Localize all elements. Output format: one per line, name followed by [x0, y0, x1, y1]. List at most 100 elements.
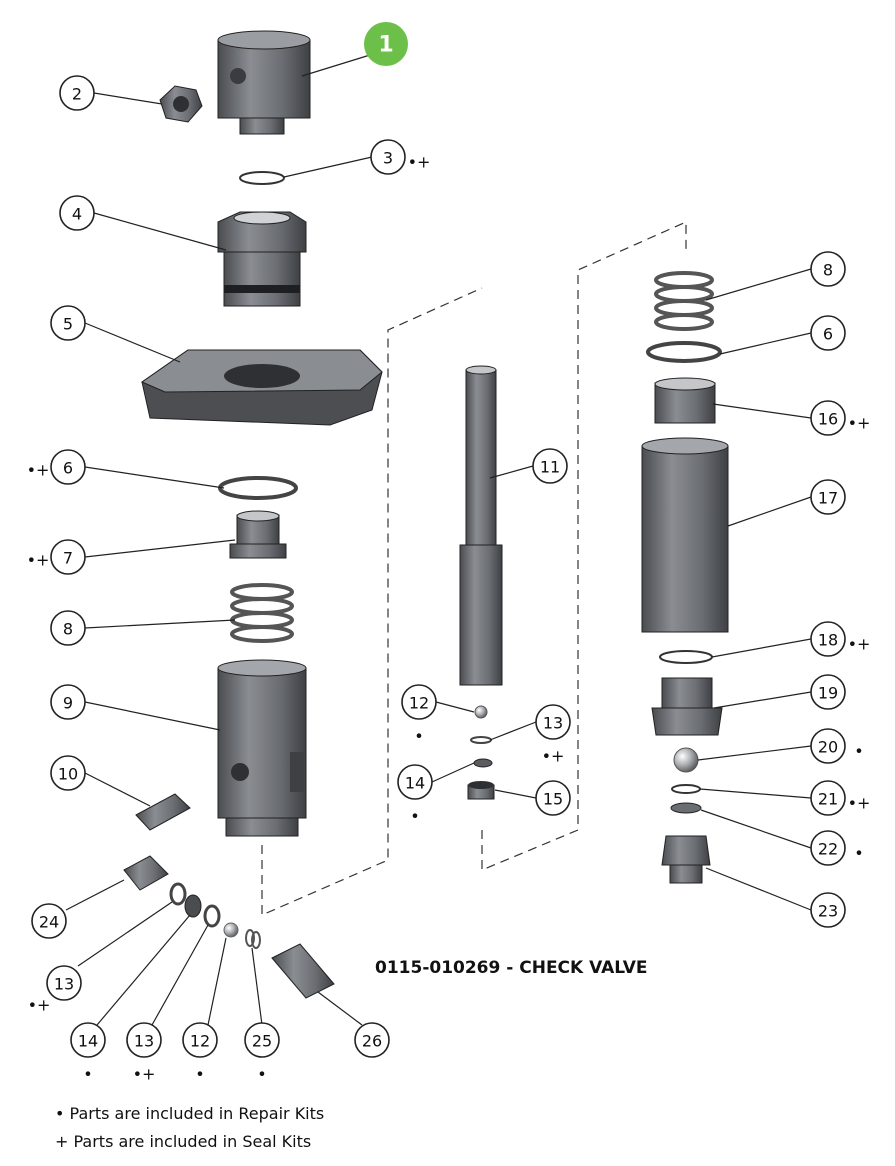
callout-circle [535, 780, 571, 816]
callout-c4: 4 [59, 195, 95, 231]
callout-circle [810, 780, 846, 816]
callout-circle [370, 139, 406, 175]
callout-circle [810, 830, 846, 866]
callout-c12b: 12• [182, 1022, 218, 1084]
callout-c16: 16 •+ [810, 400, 871, 436]
callout-number: 16 [818, 410, 838, 429]
callout-number: 10 [58, 765, 78, 784]
callout-c11: 11 [532, 448, 568, 484]
part-8-spring-right [654, 271, 714, 331]
callout-circle [810, 728, 846, 764]
callout-c5: 5 [50, 305, 86, 341]
part-18-o-ring [659, 650, 713, 664]
kit-marker: •+ [27, 461, 50, 480]
callout-c22: 22• [810, 830, 864, 866]
kit-marker: •+ [542, 747, 565, 766]
callout-number: 9 [63, 694, 73, 713]
callout-number: 13 [134, 1032, 154, 1051]
kit-marker: • [414, 727, 423, 746]
callout-number: 15 [543, 790, 563, 809]
part-19-cap [651, 677, 723, 736]
kit-marker: •+ [133, 1065, 156, 1084]
kit-marker: • [257, 1065, 266, 1084]
callout-number: 21 [818, 790, 838, 809]
callout-circle [50, 539, 86, 575]
callout-c3: 3•+ [370, 139, 431, 175]
part-6-ring [218, 476, 298, 500]
callout-number: 11 [540, 458, 560, 477]
kit-marker: • [854, 742, 863, 761]
callout-c10: 10 [50, 755, 86, 791]
callout-number: 8 [823, 261, 833, 280]
kit-marker: •+ [848, 414, 871, 433]
legend-seal-kits: + Parts are included in Seal Kits [55, 1132, 312, 1151]
part-11-plunger-rod [459, 365, 503, 686]
callout-number: 12 [190, 1032, 210, 1051]
part-21-ring [671, 784, 701, 794]
callout-number: 24 [39, 913, 59, 932]
kit-marker: •+ [27, 551, 50, 570]
callout-circle [31, 903, 67, 939]
callout-number: 26 [362, 1032, 382, 1051]
callout-circle [59, 75, 95, 111]
callout-number: 25 [252, 1032, 272, 1051]
callout-circle [244, 1022, 280, 1058]
callout-c9: 9 [50, 684, 86, 720]
callout-circle [810, 400, 846, 436]
part-5-mounting-plate [140, 349, 383, 426]
part-25-spring [245, 929, 261, 949]
callout-circle [532, 448, 568, 484]
part-13-ring-bottom-b [203, 904, 221, 928]
part-12-ball-center [474, 705, 488, 719]
part-14-washer-center [473, 758, 493, 768]
callout-c20: 20• [810, 728, 864, 764]
callout-number: 13 [543, 714, 563, 733]
kit-marker: •+ [28, 996, 51, 1015]
callout-circle [810, 479, 846, 515]
callout-c8b: 8 [810, 251, 846, 287]
highlight-badge-label: 1 [378, 33, 393, 58]
callout-number: 12 [409, 694, 429, 713]
callout-number: 19 [818, 684, 838, 703]
kit-marker: •+ [408, 153, 431, 172]
callout-circle [810, 315, 846, 351]
callout-number: 17 [818, 489, 838, 508]
callout-number: 5 [63, 315, 73, 334]
callout-c6a: 6 •+ [27, 449, 86, 485]
callout-number: 23 [818, 902, 838, 921]
part-23-fitting [661, 835, 711, 884]
callout-c25: 25 • [244, 1022, 280, 1084]
callout-circle [50, 305, 86, 341]
callout-circle [50, 610, 86, 646]
callout-number: 8 [63, 620, 73, 639]
kit-marker: •+ [848, 794, 871, 813]
callout-c21: 21 •+ [810, 780, 871, 816]
callout-number: 6 [63, 459, 73, 478]
part-2-hex-nut [159, 85, 203, 123]
callout-circle [50, 684, 86, 720]
callout-c14a: 14• [397, 764, 433, 826]
callout-c12a: 12 • [401, 684, 437, 746]
callout-c6b: 6 [810, 315, 846, 351]
part-10-fitting [135, 793, 191, 831]
callout-circle [126, 1022, 162, 1058]
callout-c19: 19 [810, 674, 846, 710]
part-16-seal [654, 377, 716, 424]
callout-c26: 26 [354, 1022, 390, 1058]
callout-circle [182, 1022, 218, 1058]
callout-number: 2 [72, 85, 82, 104]
part-3-o-ring [239, 171, 285, 185]
callout-bubbles: 23•+456•+7•+89101112•13•+14•158616•+1718… [27, 75, 871, 1084]
callout-number: 4 [72, 205, 82, 224]
callout-c24: 24 [31, 903, 67, 939]
part-24-fitting [123, 855, 169, 891]
callout-number: 13 [54, 975, 74, 994]
part-26-housing [271, 943, 335, 999]
callout-c2: 2 [59, 75, 95, 111]
callout-c14b: 14• [70, 1022, 106, 1084]
callout-c23: 23 [810, 892, 846, 928]
callout-circle [535, 704, 571, 740]
callout-c13b: 13•+ [28, 965, 82, 1015]
part-4-hex-fitting [217, 211, 307, 307]
callout-c8a: 8 [50, 610, 86, 646]
